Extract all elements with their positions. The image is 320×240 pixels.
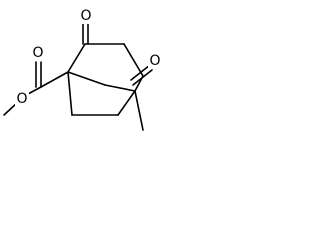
- ketone-oxygen-right-label: O: [149, 53, 160, 69]
- bond-methyl: [134, 90, 144, 131]
- bond-ester-c-ring: [40, 71, 69, 88]
- bond-c1-c7: [67, 71, 73, 116]
- bond-c3-c4: [123, 43, 144, 77]
- ester-carbonyl-oxygen-label: O: [32, 45, 43, 61]
- bond-c1-c5: [67, 71, 106, 86]
- bond-c8-c6: [117, 90, 136, 116]
- bond-ketone-right-a: [130, 64, 151, 81]
- ketone-oxygen-top-label: O: [80, 8, 91, 24]
- chemical-structure-diagram: O O O O: [3, 8, 162, 131]
- bond-c1-c2: [67, 43, 86, 73]
- bond-c5-c6: [104, 84, 136, 92]
- bond-ester-c-o: [27, 86, 42, 95]
- bond-ketone-right-b: [132, 69, 153, 86]
- ester-ether-oxygen-label: O: [16, 91, 27, 107]
